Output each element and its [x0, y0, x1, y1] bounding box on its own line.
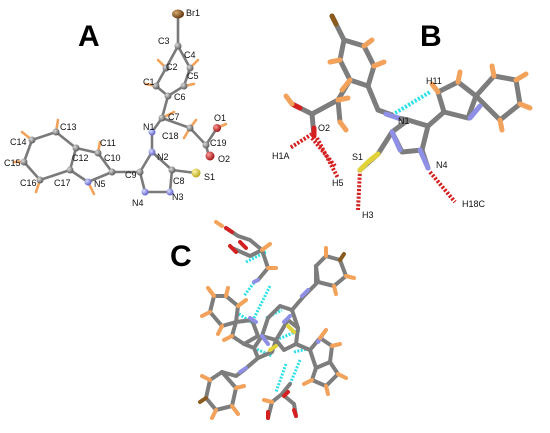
- panel-b-hbond-cyan: [390, 90, 432, 117]
- label-c13: C13: [60, 122, 77, 132]
- label-c3: C3: [158, 36, 170, 46]
- panel-b: B: [272, 13, 533, 220]
- panel-a: A: [4, 8, 230, 208]
- bromine-atom: [172, 9, 184, 19]
- label-c8: C8: [173, 176, 185, 186]
- label-b-s1: S1: [352, 152, 363, 162]
- panel-a-atoms: [20, 9, 221, 196]
- panel-b-molecule: [289, 13, 523, 173]
- panel-b-heteroatom-segments: [289, 13, 483, 173]
- label-b-o2: O2: [318, 123, 330, 133]
- oxygen-atom-o2: [205, 151, 215, 161]
- label-h11: H11: [426, 76, 442, 86]
- label-c15: C15: [4, 158, 21, 168]
- panel-c-hydrogens: [200, 220, 356, 420]
- panel-b-hbonds-red: [288, 132, 457, 211]
- label-n5: N5: [94, 179, 106, 189]
- label-n4: N4: [132, 198, 144, 208]
- sulfur-atom: [191, 168, 201, 178]
- label-c10: C10: [104, 153, 121, 163]
- label-o1: O1: [214, 113, 226, 123]
- label-c9: C9: [125, 170, 137, 180]
- label-c12: C12: [72, 153, 89, 163]
- label-b-n1: N1: [398, 116, 410, 126]
- panel-b-atom-labels: H11 N1 O2 H1A S1 N4 H5 H3 H18C: [272, 76, 486, 220]
- label-n3: N3: [172, 192, 184, 202]
- panel-c: C: [170, 220, 356, 420]
- panel-b-hydrogens: [283, 37, 533, 133]
- label-br1: Br1: [186, 8, 200, 18]
- label-o2: O2: [218, 154, 230, 164]
- panel-a-atom-labels: Br1 C3 C4 C2 C5 C1 C6 C7 N1 C18 O1 C19 O…: [4, 8, 230, 208]
- label-c14: C14: [10, 137, 27, 147]
- label-c4: C4: [184, 50, 196, 60]
- label-c6: C6: [174, 92, 186, 102]
- label-s1: S1: [204, 172, 215, 182]
- label-c16: C16: [20, 178, 37, 188]
- label-n2: N2: [157, 152, 169, 162]
- label-c17: C17: [54, 178, 71, 188]
- label-c1: C1: [143, 77, 155, 87]
- label-c7: C7: [168, 112, 180, 122]
- label-b-n4: N4: [436, 160, 448, 170]
- panel-a-bonds: [22, 12, 219, 194]
- label-n1: N1: [143, 122, 155, 132]
- label-h5: H5: [332, 178, 344, 188]
- label-c19: C19: [210, 138, 227, 148]
- label-c18: C18: [162, 131, 179, 141]
- panel-label-a: A: [78, 20, 100, 53]
- oxygen-atom-o1: [213, 124, 221, 132]
- label-h1a: H1A: [272, 151, 290, 161]
- label-h3: H3: [362, 210, 374, 220]
- panel-label-b: B: [420, 20, 442, 53]
- label-c5: C5: [187, 71, 199, 81]
- label-c2: C2: [166, 62, 178, 72]
- label-c11: C11: [100, 138, 116, 148]
- label-h18c: H18C: [462, 199, 486, 209]
- panel-label-c: C: [170, 240, 192, 273]
